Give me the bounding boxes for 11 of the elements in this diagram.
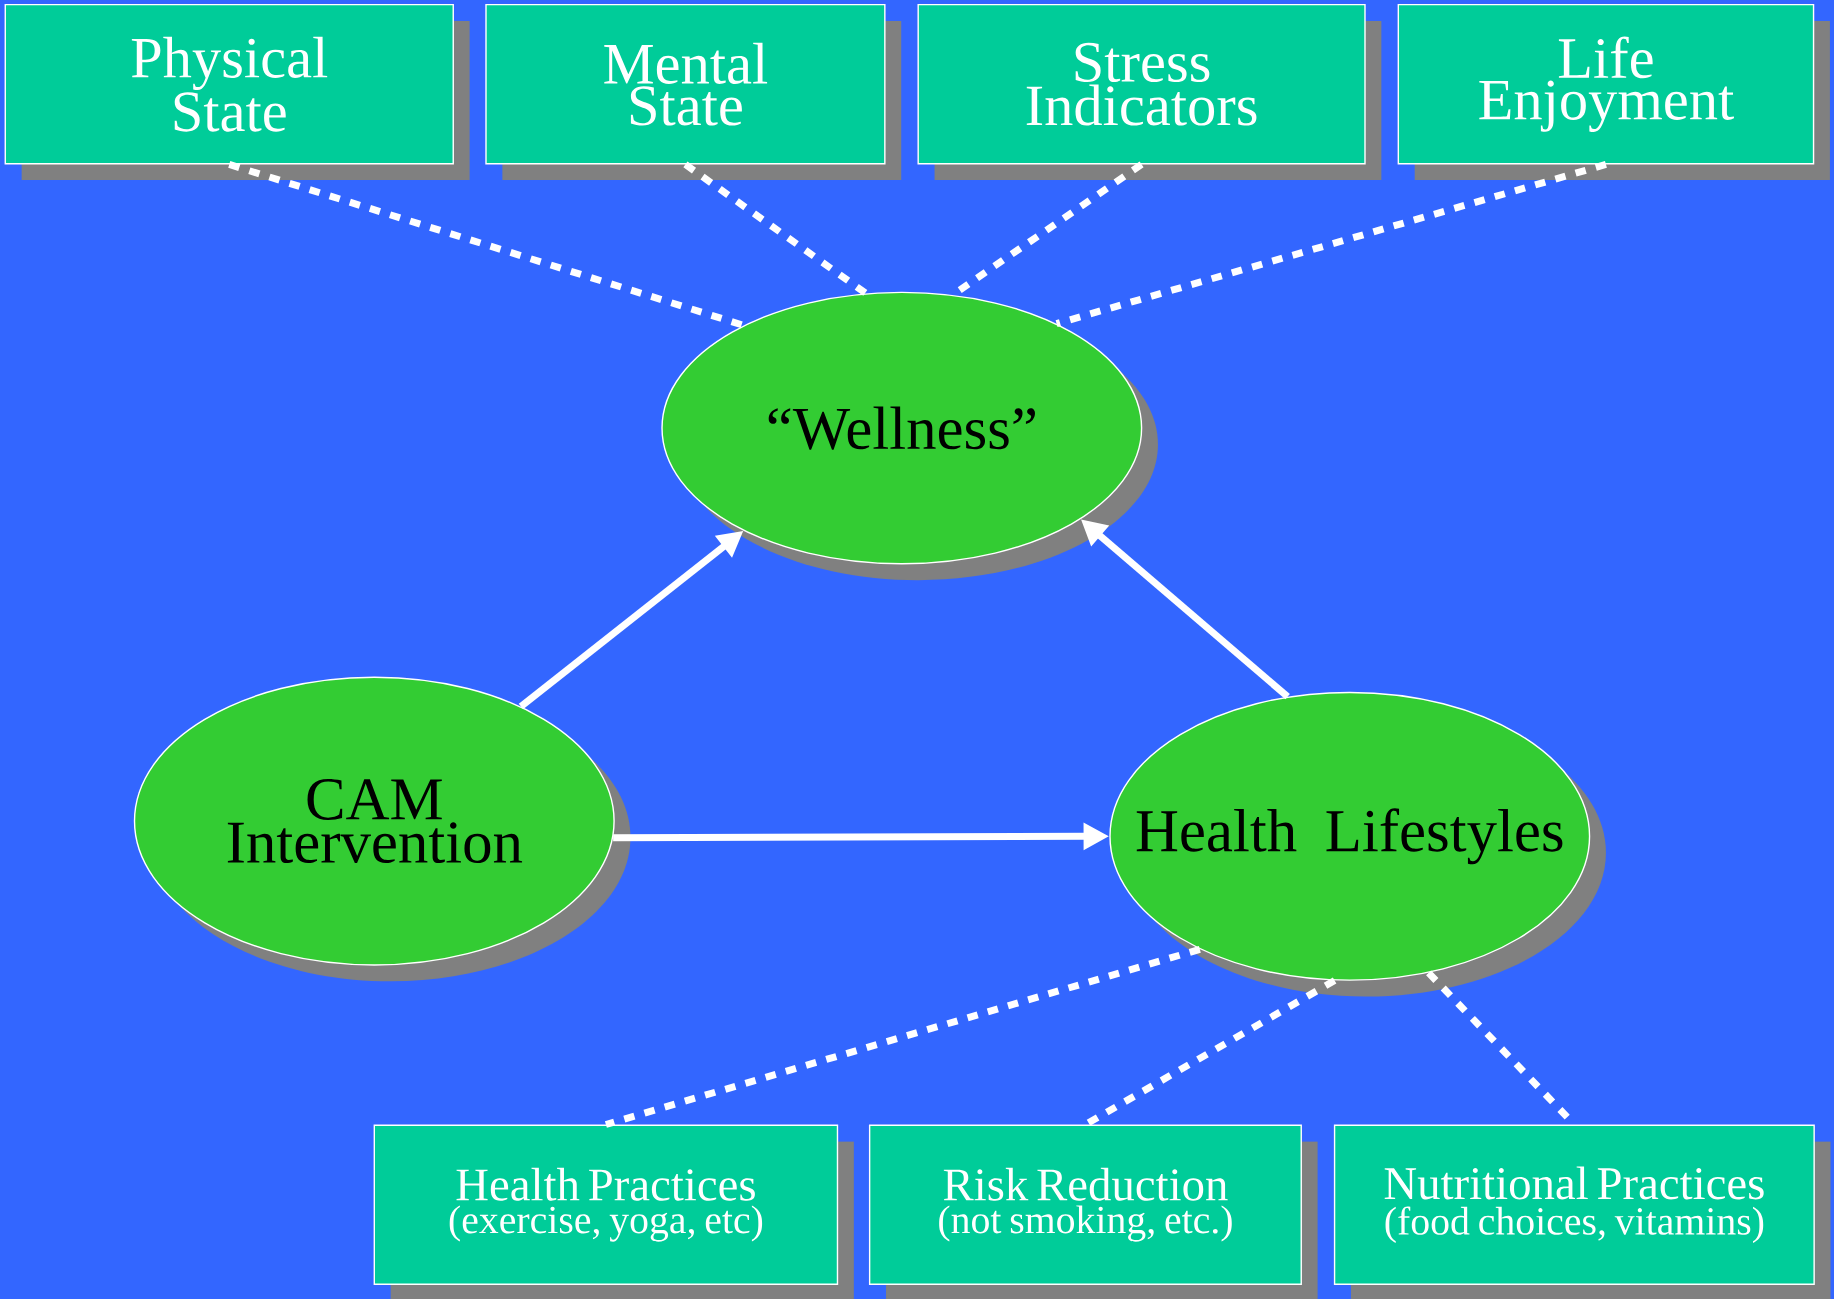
label-box: Nutritional Practices (food choices, vitamins) xyxy=(1333,1124,1831,1299)
label-box: Physical State xyxy=(4,3,470,180)
connector-line xyxy=(1055,160,1607,327)
label-box: Stress Indicators xyxy=(917,3,1382,180)
connector-line xyxy=(604,945,1201,1128)
connector-line xyxy=(683,161,868,296)
label-box: Health Practices (exercise, yoga, etc) xyxy=(373,1124,854,1299)
label-box: Risk Reduction (not smoking, etc.) xyxy=(868,1124,1318,1299)
label-box: Mental State xyxy=(485,3,902,180)
connector-line xyxy=(228,160,745,329)
label-box: Life Enjoyment xyxy=(1397,3,1830,180)
